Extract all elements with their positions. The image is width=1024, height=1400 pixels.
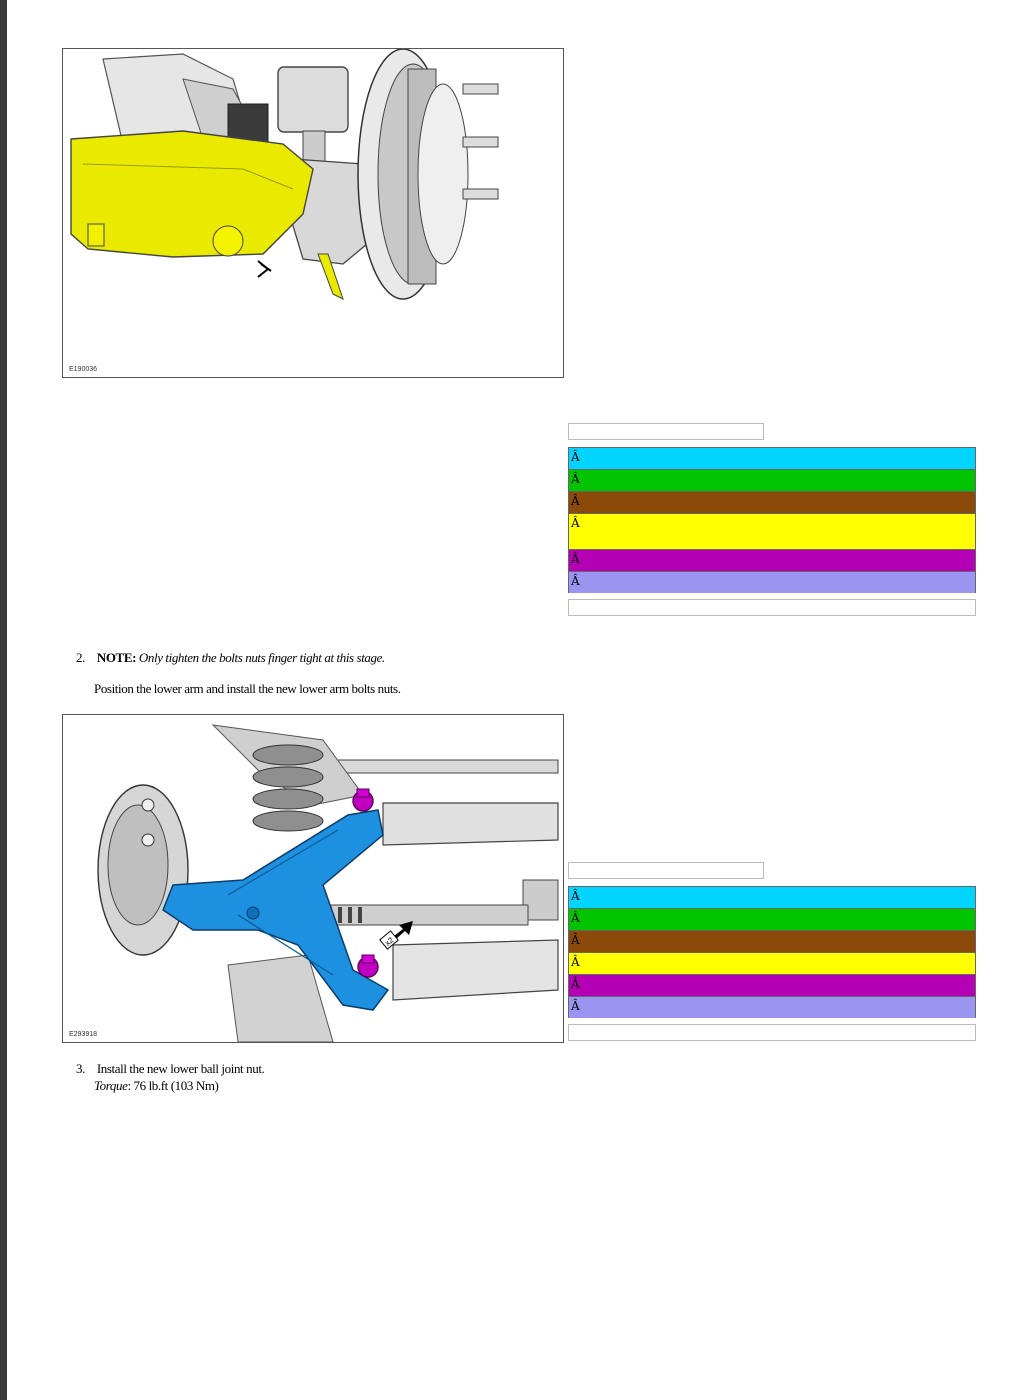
legend-table-1: Â Â Â Â Â Â bbox=[568, 423, 976, 616]
legend-row: Â bbox=[568, 491, 976, 513]
legend-row: Â bbox=[568, 447, 976, 469]
legend-row-text: Â bbox=[571, 955, 580, 969]
torque-value: : 76 lb.ft (103 Nm) bbox=[127, 1078, 219, 1093]
legend-table-2: Â Â Â Â Â Â bbox=[568, 862, 976, 1041]
legend-row: Â bbox=[568, 952, 976, 974]
note-label: NOTE: bbox=[96, 650, 137, 665]
figure-id-label: E190036 bbox=[69, 366, 98, 373]
legend-row: Â bbox=[568, 886, 976, 908]
legend-row: Â bbox=[568, 549, 976, 571]
figure-ball-joint: E190036 bbox=[62, 48, 564, 378]
legend-header bbox=[568, 423, 764, 440]
legend-row: Â bbox=[568, 513, 976, 549]
step-3-torque: Torque: 76 lb.ft (103 Nm) bbox=[94, 1078, 219, 1094]
legend-row-text: Â bbox=[571, 574, 580, 588]
step-2-note: 2. NOTE: Only tighten the bolts nuts fin… bbox=[76, 650, 385, 666]
legend-row-text: Â bbox=[571, 450, 580, 464]
step-2-instruction: Position the lower arm and install the n… bbox=[94, 681, 401, 696]
legend-row: Â bbox=[568, 469, 976, 491]
figure-lower-arm: x2 E293918 bbox=[62, 714, 564, 1043]
step-3-text: Install the new lower ball joint nut. bbox=[96, 1061, 265, 1076]
legend-footer bbox=[568, 599, 976, 616]
legend-row-text: Â bbox=[571, 472, 580, 486]
note-text: Only tighten the bolts nuts finger tight… bbox=[138, 650, 385, 665]
legend-row: Â bbox=[568, 974, 976, 996]
legend-row-text: Â bbox=[571, 999, 580, 1013]
legend-header bbox=[568, 862, 764, 879]
legend-row-text: Â bbox=[571, 889, 580, 903]
step-number: 3. bbox=[76, 1061, 85, 1076]
step-number: 2. bbox=[76, 650, 85, 665]
legend-row: Â bbox=[568, 908, 976, 930]
lower-arm-illustration: x2 bbox=[63, 715, 563, 1042]
legend-row-text: Â bbox=[571, 516, 580, 530]
ball-joint-illustration bbox=[63, 49, 563, 377]
legend-row: Â bbox=[568, 930, 976, 952]
figure-id-label: E293918 bbox=[69, 1031, 98, 1038]
torque-label: Torque bbox=[94, 1078, 128, 1093]
legend-row-text: Â bbox=[571, 494, 580, 508]
legend-row-text: Â bbox=[571, 977, 580, 991]
legend-row-text: Â bbox=[571, 911, 580, 925]
legend-footer bbox=[568, 1024, 976, 1041]
step-3-instruction: 3. Install the new lower ball joint nut. bbox=[76, 1061, 265, 1077]
legend-row: Â bbox=[568, 571, 976, 593]
legend-row: Â bbox=[568, 996, 976, 1018]
legend-row-text: Â bbox=[571, 552, 580, 566]
page-edge-bar bbox=[0, 0, 7, 1400]
legend-row-text: Â bbox=[571, 933, 580, 947]
